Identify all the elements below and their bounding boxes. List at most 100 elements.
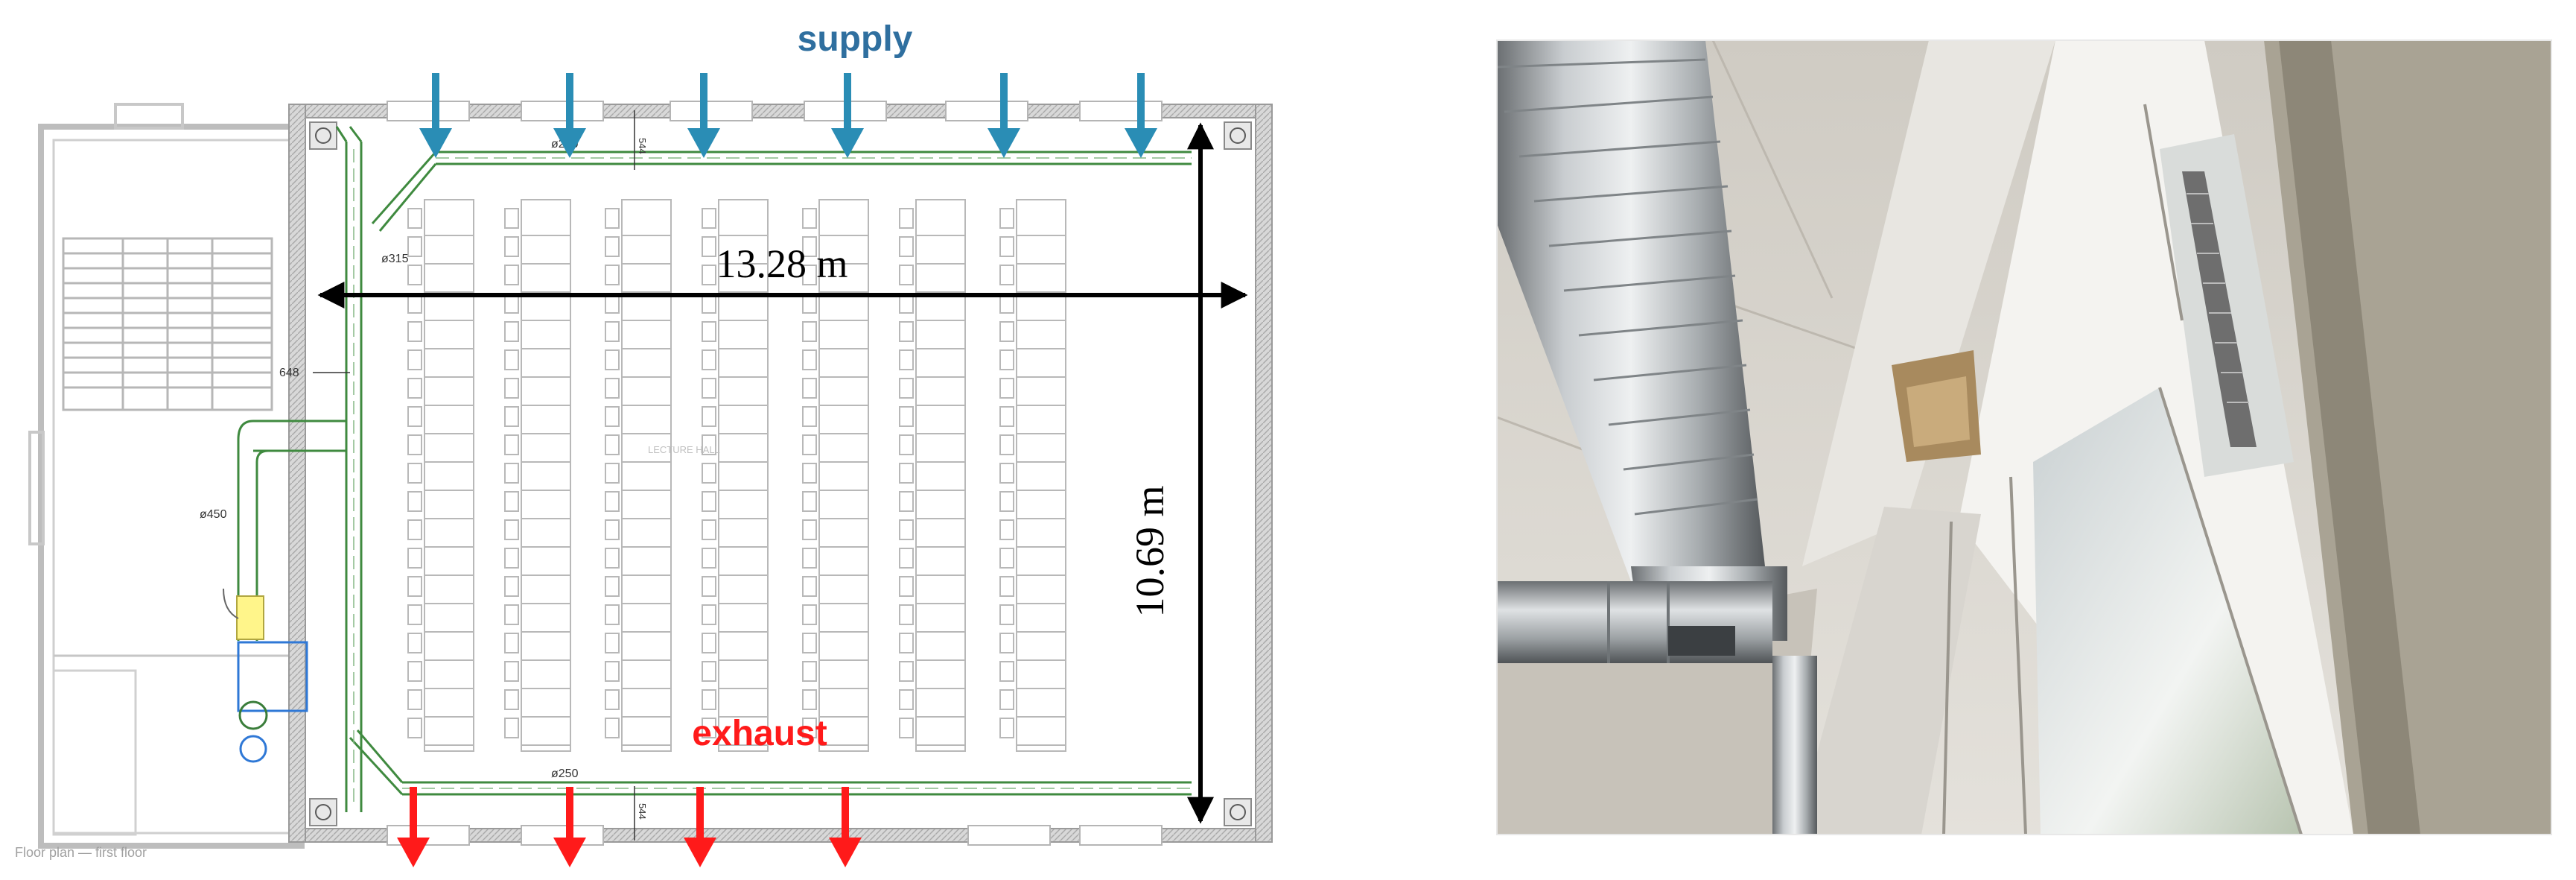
seat bbox=[605, 491, 620, 512]
seat bbox=[899, 434, 914, 455]
supply-arrow bbox=[1125, 73, 1157, 158]
supply-arrow bbox=[553, 73, 586, 158]
seat bbox=[899, 236, 914, 257]
seat bbox=[605, 349, 620, 370]
exhaust-arrow bbox=[553, 787, 586, 867]
supply-arrow bbox=[687, 73, 720, 158]
seat bbox=[702, 689, 716, 710]
seat bbox=[802, 236, 817, 257]
seat bbox=[407, 604, 422, 625]
seat bbox=[802, 321, 817, 342]
seat bbox=[407, 491, 422, 512]
seat bbox=[999, 265, 1014, 285]
seat bbox=[899, 463, 914, 484]
seat bbox=[802, 576, 817, 597]
seat bbox=[999, 378, 1014, 399]
seat bbox=[504, 661, 519, 682]
seat bbox=[504, 349, 519, 370]
exhaust-arrows bbox=[397, 787, 862, 867]
seat bbox=[899, 718, 914, 738]
room-walls bbox=[288, 101, 1273, 846]
seat bbox=[605, 633, 620, 653]
seat bbox=[407, 406, 422, 427]
seat bbox=[702, 463, 716, 484]
duct-spiral-seams bbox=[1497, 58, 1758, 516]
seat bbox=[605, 718, 620, 738]
seat bbox=[504, 491, 519, 512]
desk-column bbox=[718, 199, 769, 752]
seat bbox=[407, 576, 422, 597]
seat bbox=[802, 463, 817, 484]
seat bbox=[605, 689, 620, 710]
seat bbox=[702, 208, 716, 229]
seat bbox=[899, 633, 914, 653]
seat bbox=[407, 265, 422, 285]
seat bbox=[605, 236, 620, 257]
seat bbox=[407, 661, 422, 682]
seat bbox=[999, 463, 1014, 484]
seat bbox=[802, 491, 817, 512]
exhaust-label: exhaust bbox=[692, 714, 827, 753]
seat bbox=[702, 548, 716, 569]
seat bbox=[702, 378, 716, 399]
seat bbox=[504, 265, 519, 285]
seat bbox=[504, 604, 519, 625]
seat bbox=[899, 576, 914, 597]
seat bbox=[999, 406, 1014, 427]
duct-photo bbox=[1496, 39, 2552, 835]
seat bbox=[702, 718, 716, 738]
seat bbox=[605, 378, 620, 399]
seat bbox=[605, 321, 620, 342]
seat bbox=[504, 236, 519, 257]
seat bbox=[999, 208, 1014, 229]
seat bbox=[605, 406, 620, 427]
seat bbox=[605, 519, 620, 540]
footer-note: Floor plan — first floor bbox=[15, 845, 147, 860]
seat bbox=[702, 633, 716, 653]
seat bbox=[504, 434, 519, 455]
seat bbox=[899, 208, 914, 229]
seat bbox=[999, 349, 1014, 370]
seat bbox=[899, 265, 914, 285]
seat bbox=[504, 718, 519, 738]
seat bbox=[504, 576, 519, 597]
room-label: LECTURE HALL bbox=[648, 444, 720, 455]
width-dimension-label: 13.28 m bbox=[716, 241, 847, 286]
seat bbox=[702, 434, 716, 455]
seat bbox=[504, 406, 519, 427]
seat bbox=[899, 689, 914, 710]
seat bbox=[702, 491, 716, 512]
seat bbox=[407, 519, 422, 540]
height-dimension-label: 10.69 m bbox=[1128, 485, 1172, 617]
seat bbox=[802, 689, 817, 710]
seat bbox=[702, 661, 716, 682]
seat bbox=[605, 661, 620, 682]
exhaust-arrow bbox=[684, 787, 716, 867]
seat bbox=[802, 406, 817, 427]
seat bbox=[899, 548, 914, 569]
seat bbox=[899, 321, 914, 342]
seat bbox=[702, 265, 716, 285]
seat bbox=[999, 491, 1014, 512]
seating bbox=[407, 199, 1066, 752]
supply-arrow bbox=[419, 73, 452, 158]
desk-column bbox=[818, 199, 869, 752]
duct-size-main: ø450 bbox=[200, 508, 227, 521]
seat bbox=[702, 321, 716, 342]
seat bbox=[999, 633, 1014, 653]
seat bbox=[504, 633, 519, 653]
seat bbox=[999, 604, 1014, 625]
desk-column bbox=[1016, 199, 1066, 752]
seat bbox=[605, 576, 620, 597]
duct-size-bottom: ø250 bbox=[551, 767, 579, 780]
seat bbox=[899, 519, 914, 540]
seat bbox=[702, 576, 716, 597]
seat bbox=[702, 406, 716, 427]
seat bbox=[407, 349, 422, 370]
duct-dim-top-vertical: 544 bbox=[637, 138, 648, 154]
seat bbox=[504, 548, 519, 569]
supply-arrow bbox=[988, 73, 1020, 158]
seat bbox=[802, 519, 817, 540]
seat bbox=[605, 434, 620, 455]
